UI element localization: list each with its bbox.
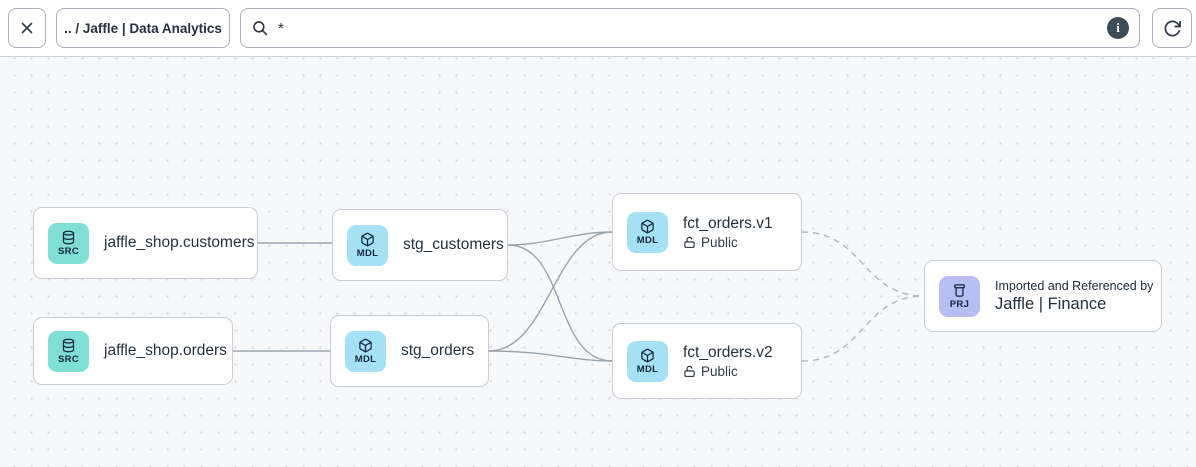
refresh-icon [1164, 20, 1181, 36]
model-badge: MDL [347, 224, 388, 266]
node-type-label: MDL [636, 234, 659, 246]
node-project-jaffle-finance[interactable]: PRJ Imported and Referenced by Jaffle | … [924, 260, 1162, 332]
node-type-label: MDL [636, 363, 659, 375]
node-label: fct_orders.v2 [683, 343, 773, 361]
cube-icon [641, 348, 654, 362]
cube-icon [359, 338, 372, 352]
close-icon [21, 22, 33, 34]
node-type-label: SRC [58, 353, 79, 365]
node-label: stg_orders [401, 342, 475, 359]
node-jaffle-shop-orders[interactable]: SRC jaffle_shop.orders [33, 317, 233, 385]
node-stg-orders[interactable]: MDL stg_orders [330, 315, 489, 387]
model-badge: MDL [627, 211, 668, 253]
node-fct-orders-v1[interactable]: MDL fct_orders.v1 Public [612, 193, 802, 271]
lineage-canvas[interactable]: SRC jaffle_shop.customers SRC jaffle_sho… [0, 57, 1196, 467]
project-badge: PRJ [939, 275, 980, 317]
unlock-icon [684, 365, 695, 377]
edge-fct-v1-to-project [801, 231, 925, 297]
node-label: fct_orders.v1 [683, 214, 773, 232]
access-label: Public [701, 363, 738, 379]
edge-stg-customers-to-fct-v2 [507, 244, 613, 362]
search-bar[interactable]: i [240, 8, 1140, 48]
edge-stg-orders-to-fct-v1 [488, 231, 613, 352]
model-badge: MDL [345, 330, 386, 372]
node-type-label: PRJ [949, 298, 970, 310]
node-label: stg_customers [403, 236, 504, 253]
archive-icon [954, 283, 965, 297]
node-sublabel: Imported and Referenced by [995, 278, 1154, 293]
refresh-button[interactable] [1152, 8, 1192, 48]
unlock-icon [684, 236, 695, 248]
breadcrumb[interactable]: .. / Jaffle | Data Analytics [56, 8, 230, 48]
search-icon [253, 21, 268, 36]
cube-icon [641, 219, 654, 233]
cube-icon [361, 232, 374, 246]
edge-fct-v2-to-project [801, 295, 925, 362]
search-input[interactable] [278, 19, 1107, 37]
close-button[interactable] [8, 8, 46, 48]
source-badge: SRC [48, 330, 89, 372]
node-label: jaffle_shop.customers [104, 234, 255, 251]
database-icon [62, 338, 75, 352]
info-icon[interactable]: i [1107, 17, 1129, 39]
node-stg-customers[interactable]: MDL stg_customers [332, 209, 508, 281]
edges-layer [233, 231, 925, 362]
node-label: Jaffle | Finance [995, 294, 1107, 313]
edge-stg-customers-to-fct-v1 [507, 231, 613, 246]
access-label: Public [701, 234, 738, 250]
node-jaffle-shop-customers[interactable]: SRC jaffle_shop.customers [33, 207, 258, 279]
breadcrumb-label: .. / Jaffle | Data Analytics [64, 20, 222, 36]
node-type-label: MDL [354, 353, 377, 365]
model-badge: MDL [627, 340, 668, 382]
database-icon [62, 230, 75, 244]
toolbar: .. / Jaffle | Data Analytics i [0, 0, 1196, 57]
source-badge: SRC [48, 222, 89, 264]
node-type-label: SRC [58, 245, 79, 257]
node-type-label: MDL [356, 247, 379, 259]
node-fct-orders-v2[interactable]: MDL fct_orders.v2 Public [612, 323, 802, 399]
edge-stg-orders-to-fct-v2 [488, 350, 613, 362]
node-label: jaffle_shop.orders [104, 342, 227, 359]
